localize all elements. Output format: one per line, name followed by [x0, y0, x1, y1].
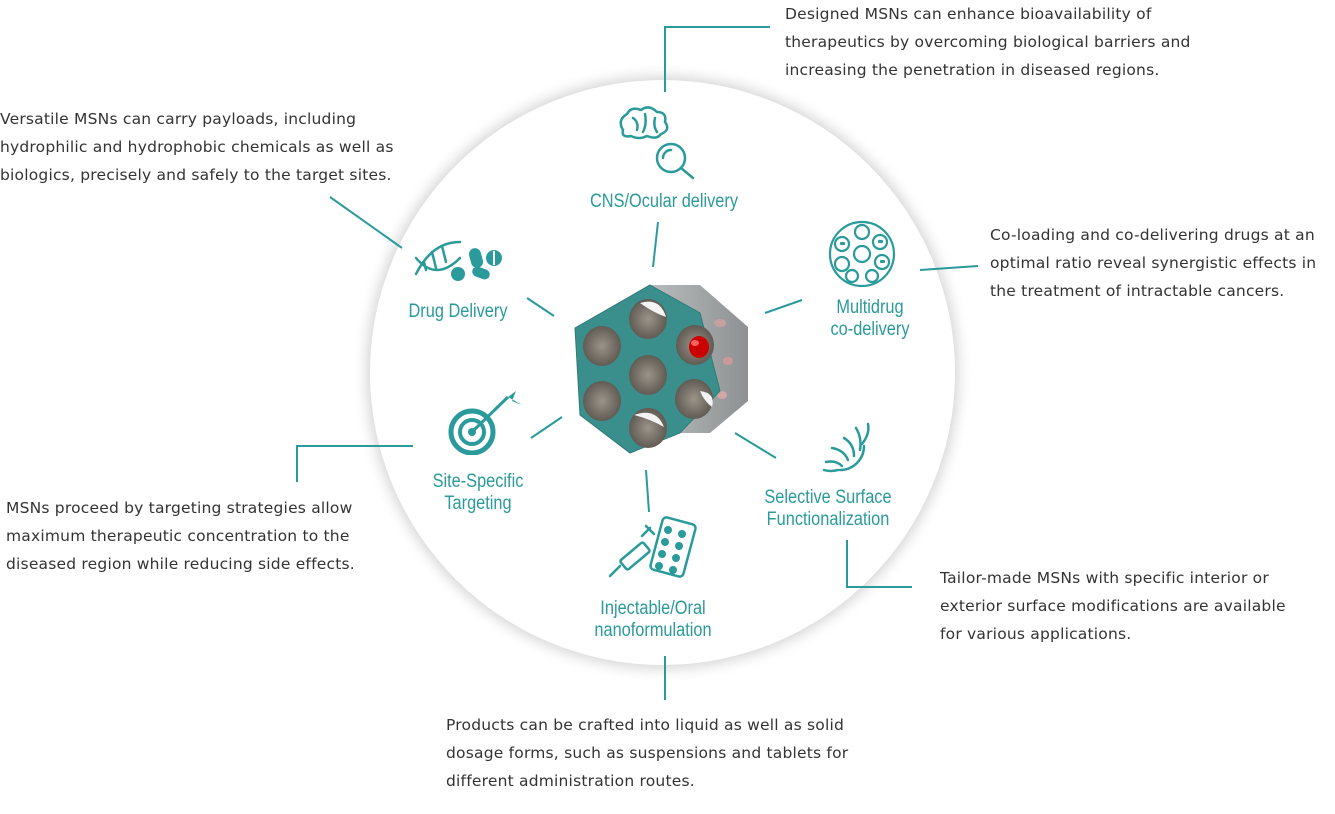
surface-label: Selective Surface Functionalization [751, 487, 906, 531]
syringe-tablets-icon [608, 516, 697, 578]
connector-multidrug-inner [764, 299, 803, 314]
connector-injectable-inner [645, 469, 650, 513]
dna-pills-icon [414, 240, 502, 281]
connector-surface-outer [846, 540, 912, 588]
multidrug-label: Multidrug co-delivery [801, 297, 939, 341]
multidrug-particle-icon [828, 220, 896, 288]
injectable-label: Injectable/Oral nanoformulation [584, 598, 722, 642]
drug-delivery-description: Versatile MSNs can carry payloads, inclu… [0, 110, 394, 184]
connector-drug-outer [329, 196, 403, 249]
injectable-label-line2: nanoformulation [594, 620, 712, 641]
brain-eye-icon [619, 106, 695, 180]
multidrug-description: Co-loading and co-delivering drugs at an… [990, 226, 1317, 300]
cns-ocular-description: Designed MSNs can enhance bioavailabilit… [785, 5, 1191, 79]
targeting-label-line2: Targeting [444, 493, 512, 514]
connector-cns-outer [664, 26, 770, 92]
drug-delivery-label: Drug Delivery [408, 301, 508, 322]
connector-drug-inner [526, 297, 555, 317]
target-icon [448, 389, 522, 455]
connector-surface-inner [734, 432, 777, 459]
connector-targeting-outer [296, 445, 413, 482]
msn-hexagon-particle-icon [574, 284, 748, 454]
injectable-label-line1: Injectable/Oral [600, 598, 706, 619]
targeting-description: MSNs proceed by targeting strategies all… [6, 499, 355, 573]
cns-ocular-label: CNS/Ocular delivery [589, 191, 739, 212]
surface-functionalization-icon [822, 422, 870, 473]
surface-label-line1: Selective Surface [764, 487, 892, 508]
multidrug-label-line2: co-delivery [830, 319, 910, 340]
injectable-description: Products can be crafted into liquid as w… [446, 716, 849, 790]
connector-multidrug-outer [919, 265, 979, 271]
targeting-label-line1: Site-Specific [432, 471, 524, 492]
connector-targeting-inner [530, 416, 563, 439]
surface-label-line2: Functionalization [766, 509, 890, 530]
surface-description: Tailor-made MSNs with specific interior … [940, 569, 1286, 643]
multidrug-label-line1: Multidrug [836, 297, 904, 318]
targeting-label: Site-Specific Targeting [409, 471, 547, 515]
connector-cns-inner [652, 221, 659, 268]
